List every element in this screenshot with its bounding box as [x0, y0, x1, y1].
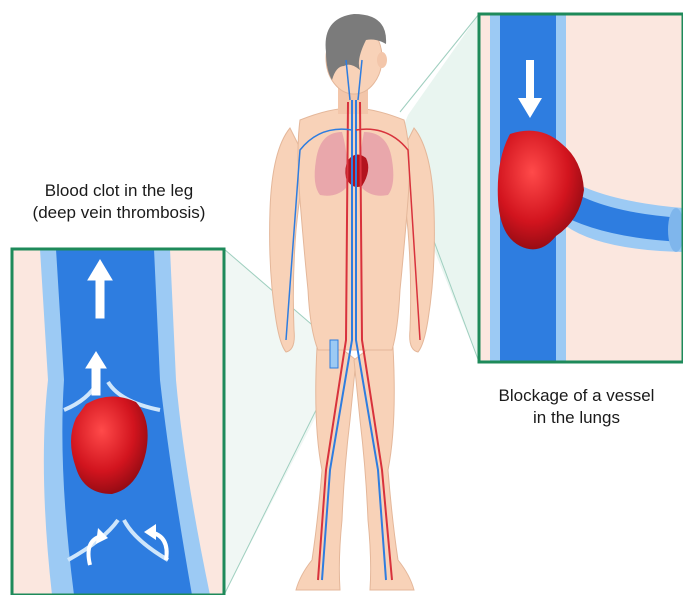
- leg-clot-marker: [330, 340, 338, 368]
- leg-label-line2: (deep vein thrombosis): [0, 202, 238, 224]
- lung-vessel-callout: [479, 14, 683, 362]
- lung-label-line1: Blockage of a vessel: [470, 385, 683, 407]
- lung-callout-label: Blockage of a vessel in the lungs: [470, 385, 683, 429]
- leg-label-line1: Blood clot in the leg: [0, 180, 238, 202]
- lung-label-line2: in the lungs: [470, 407, 683, 429]
- leg-callout-label: Blood clot in the leg (deep vein thrombo…: [0, 180, 238, 224]
- leg-vein-callout: [12, 249, 224, 595]
